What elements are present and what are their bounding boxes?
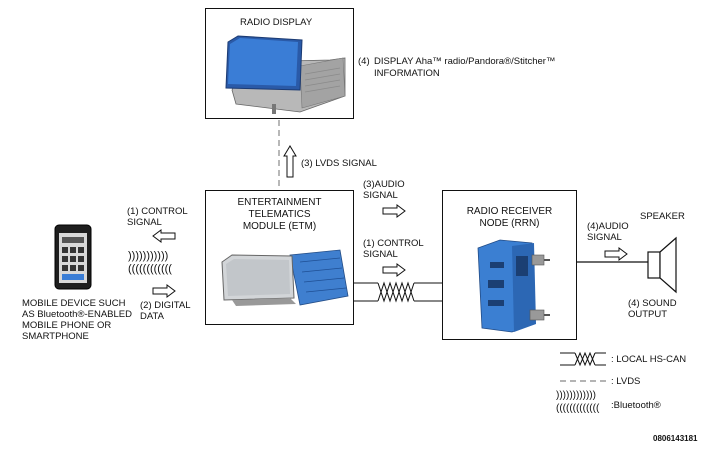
legend-hs-can-label: : LOCAL HS-CAN	[611, 354, 687, 365]
audio-signal-3-arrow	[382, 204, 406, 218]
svg-text:((((((((((((: ((((((((((((	[128, 263, 172, 275]
legend-hs-can-symbol	[560, 351, 606, 367]
control-signal-1-right-arrow	[382, 263, 406, 277]
etm-device-image	[221, 249, 349, 306]
control-signal-1-left-label: (1) CONTROL SIGNAL	[127, 206, 188, 228]
radio-display-device-image	[225, 35, 346, 114]
svg-text:(((((((((((((: (((((((((((((	[556, 403, 600, 414]
audio-signal-4-arrow	[604, 247, 628, 261]
digital-data-2-label: (2) DIGITAL DATA	[140, 300, 191, 322]
control-signal-1-left-arrow	[152, 229, 176, 243]
audio-signal-4-label: (4)AUDIO SIGNAL	[587, 221, 629, 243]
hs-can-twisted-pair	[354, 281, 442, 303]
speaker-icon	[647, 236, 677, 294]
legend-bluetooth-symbol: )))))))))))) (((((((((((((	[556, 390, 600, 414]
legend-lvds-label: : LVDS	[611, 376, 641, 387]
legend-bluetooth-label: :Bluetooth®	[611, 400, 661, 411]
mobile-device-label: MOBILE DEVICE SUCH AS Bluetooth®-ENABLED…	[22, 298, 132, 342]
lvds-up-arrow	[283, 145, 297, 178]
control-signal-1-right-label: (1) CONTROL SIGNAL	[363, 238, 424, 260]
digital-data-2-right-arrow	[152, 284, 176, 298]
svg-text:)))))))))))): ))))))))))))	[556, 390, 596, 401]
radio-display-info-number: (4)	[358, 56, 370, 67]
mobile-phone-image	[54, 224, 92, 290]
rrn-title: RADIO RECEIVER NODE (RRN)	[466, 206, 553, 229]
bluetooth-waves: ))))))))))) ((((((((((((	[128, 250, 172, 275]
radio-display-info-line1: DISPLAY Aha™ radio/Pandora®/Stitcher™	[374, 56, 556, 67]
svg-text:))))))))))): )))))))))))	[128, 250, 168, 262]
radio-display-info-line2: INFORMATION	[374, 68, 440, 79]
rrn-device-image	[477, 239, 550, 333]
radio-display-title: RADIO DISPLAY	[240, 17, 313, 28]
sound-output-4-label: (4) SOUND OUTPUT	[628, 298, 677, 320]
speaker-title: SPEAKER	[640, 211, 685, 222]
lvds-signal-label: (3) LVDS SIGNAL	[301, 158, 377, 169]
audio-signal-3-label: (3)AUDIO SIGNAL	[363, 179, 405, 201]
figure-id: 0806143181	[653, 434, 698, 443]
etm-title: ENTERTAINMENT TELEMATICS MODULE (ETM)	[237, 197, 322, 232]
